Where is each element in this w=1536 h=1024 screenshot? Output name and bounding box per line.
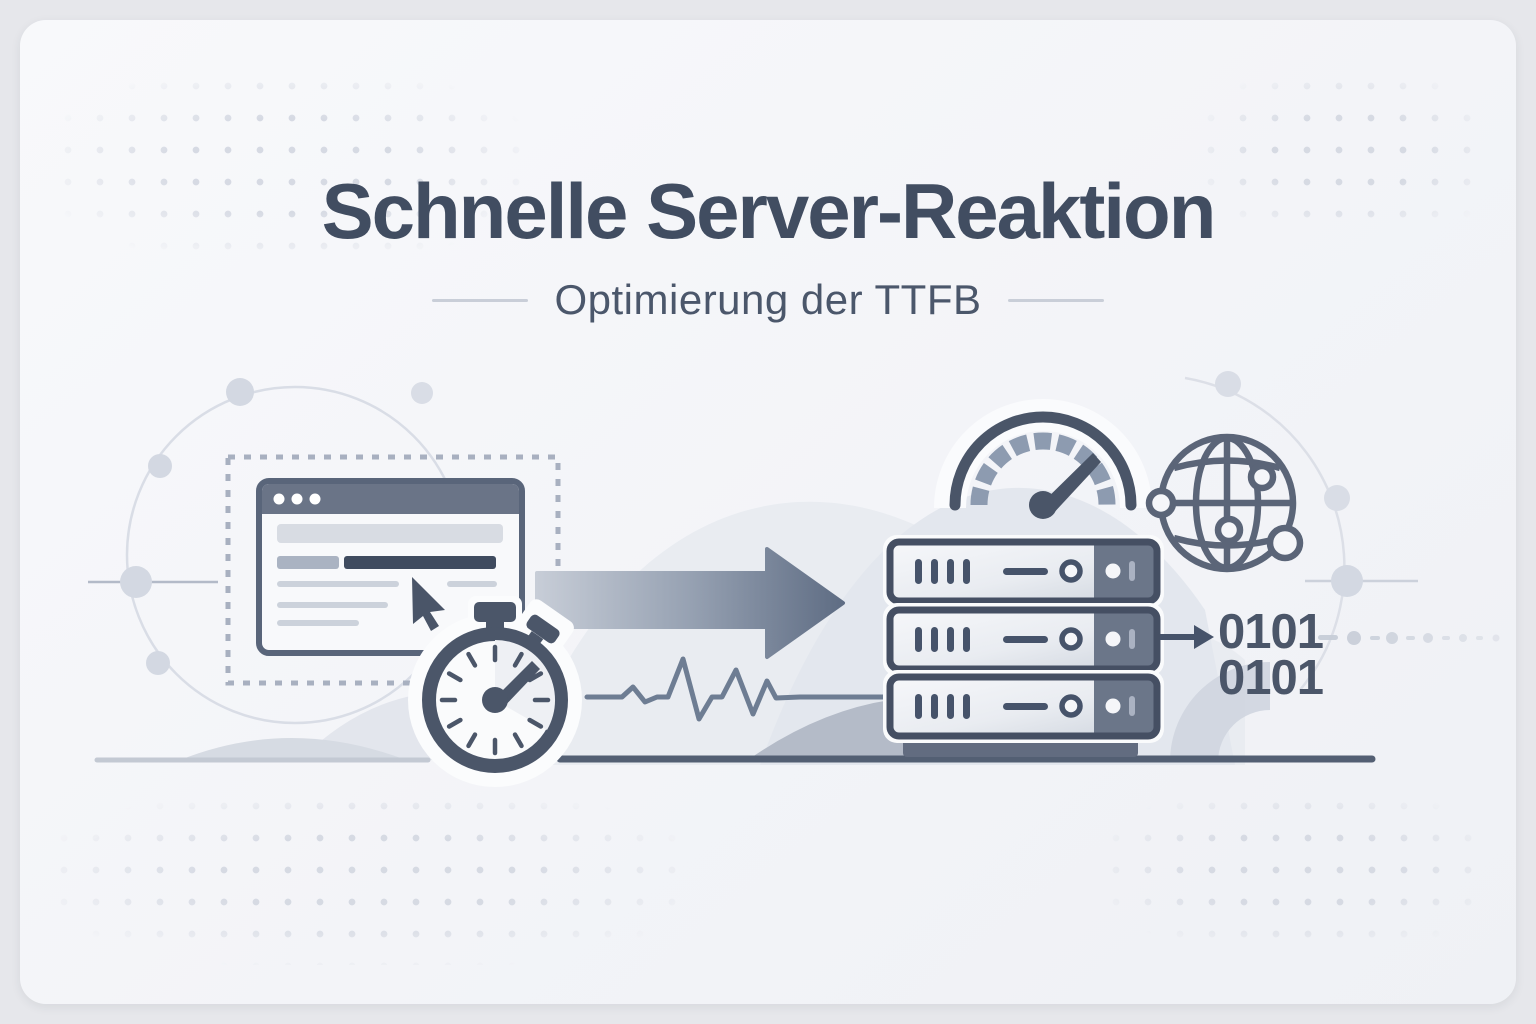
subtitle-rule-left bbox=[432, 298, 529, 302]
server-stack-icon bbox=[883, 535, 1164, 757]
dot-grid-top-right bbox=[1195, 70, 1495, 240]
decor-circle-left bbox=[88, 378, 465, 725]
dot-grid-bottom-left bbox=[48, 790, 688, 965]
browser-window-icon bbox=[256, 478, 525, 656]
server-unit bbox=[883, 535, 1164, 608]
binary-trail-dots bbox=[1318, 631, 1500, 645]
dashed-frame bbox=[225, 454, 561, 686]
dot-grid-bottom-right bbox=[1100, 790, 1495, 950]
dot-grid-top-left bbox=[52, 70, 522, 260]
page-title: Schnelle Server-Reaktion bbox=[321, 167, 1217, 255]
stopwatch-icon bbox=[408, 596, 582, 787]
server-unit bbox=[883, 603, 1164, 676]
server-unit bbox=[883, 670, 1164, 743]
speedometer-icon bbox=[934, 399, 1152, 519]
binary-line-2: 0101 bbox=[1218, 651, 1323, 705]
heartbeat-line bbox=[584, 656, 983, 722]
binary-output-arrow-icon bbox=[1160, 625, 1214, 649]
subtitle-row: Optimierung der TTFB bbox=[0, 276, 1536, 324]
globe-network-icon bbox=[1145, 433, 1304, 573]
subtitle-rule-right bbox=[1007, 298, 1104, 302]
flow-arrow-icon bbox=[535, 547, 845, 659]
cursor-icon bbox=[412, 577, 445, 631]
page-subtitle: Optimierung der TTFB bbox=[554, 276, 982, 323]
binary-line-1: 0101 bbox=[1218, 605, 1323, 659]
quarter-ring-decor bbox=[1170, 662, 1270, 762]
